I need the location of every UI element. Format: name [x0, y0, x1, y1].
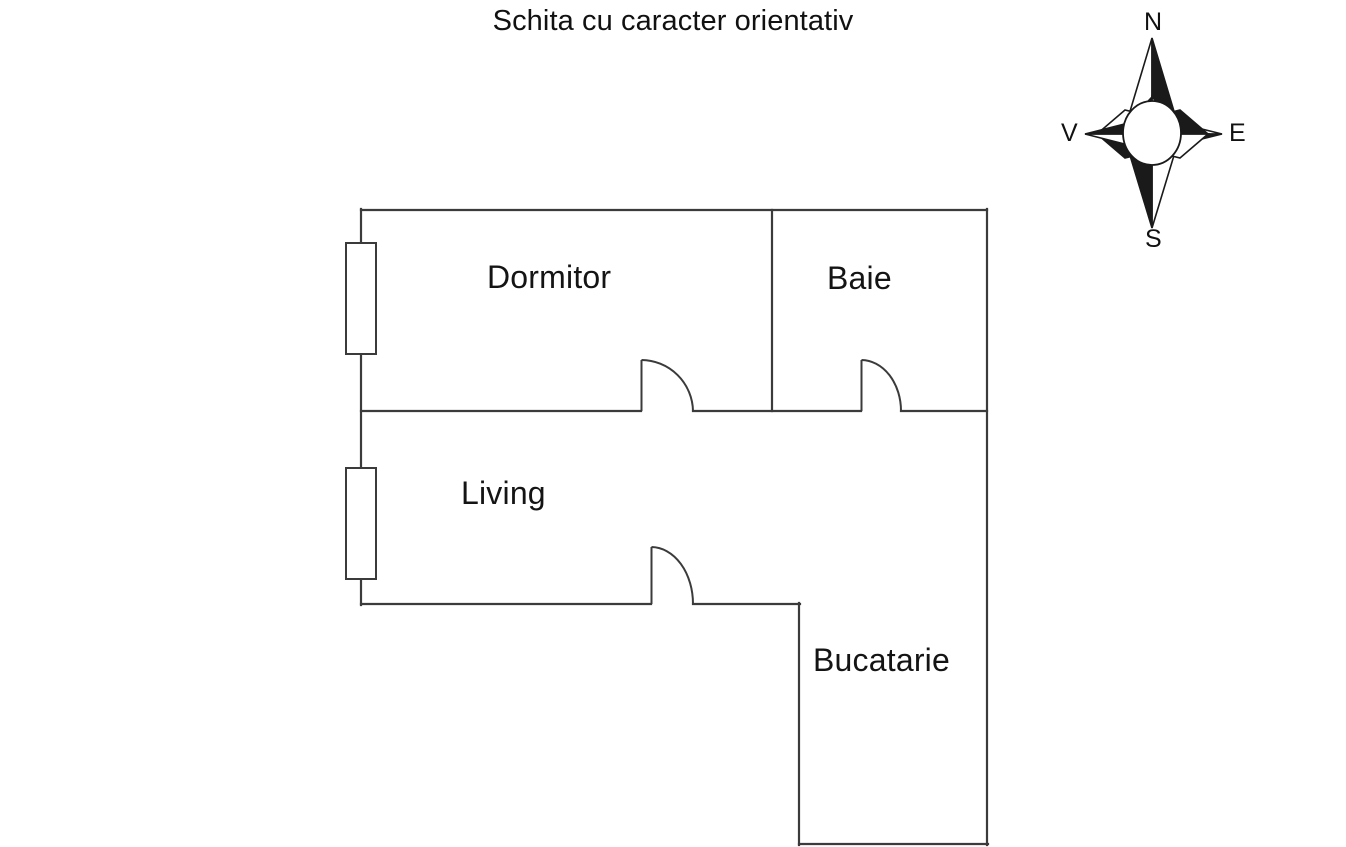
compass-center-hub: [1122, 100, 1182, 166]
compass-rose: [1084, 37, 1223, 229]
door-living-icon: [650, 546, 694, 605]
compass-label-north: N: [1144, 8, 1163, 36]
compass-label-east: E: [1229, 119, 1246, 147]
door-living-swing-arc: [651, 546, 694, 605]
wall-group: [359, 207, 990, 847]
door-baie-icon: [860, 359, 902, 412]
door-dormitor-swing-arc: [641, 359, 694, 412]
door-baie-swing-arc: [861, 359, 902, 412]
room-label-dormitor: Dormitor: [487, 259, 612, 295]
door-group: [640, 359, 902, 605]
compass-label-west: V: [1061, 119, 1078, 147]
room-label-bucatarie: Bucatarie: [813, 642, 950, 678]
door-dormitor-icon: [640, 359, 694, 412]
window-living-icon: [345, 467, 377, 580]
window-group: [345, 242, 377, 580]
compass-label-south: S: [1145, 225, 1162, 253]
room-label-living: Living: [461, 475, 546, 511]
room-label-baie: Baie: [827, 260, 892, 296]
window-dormitor-icon: [345, 242, 377, 355]
